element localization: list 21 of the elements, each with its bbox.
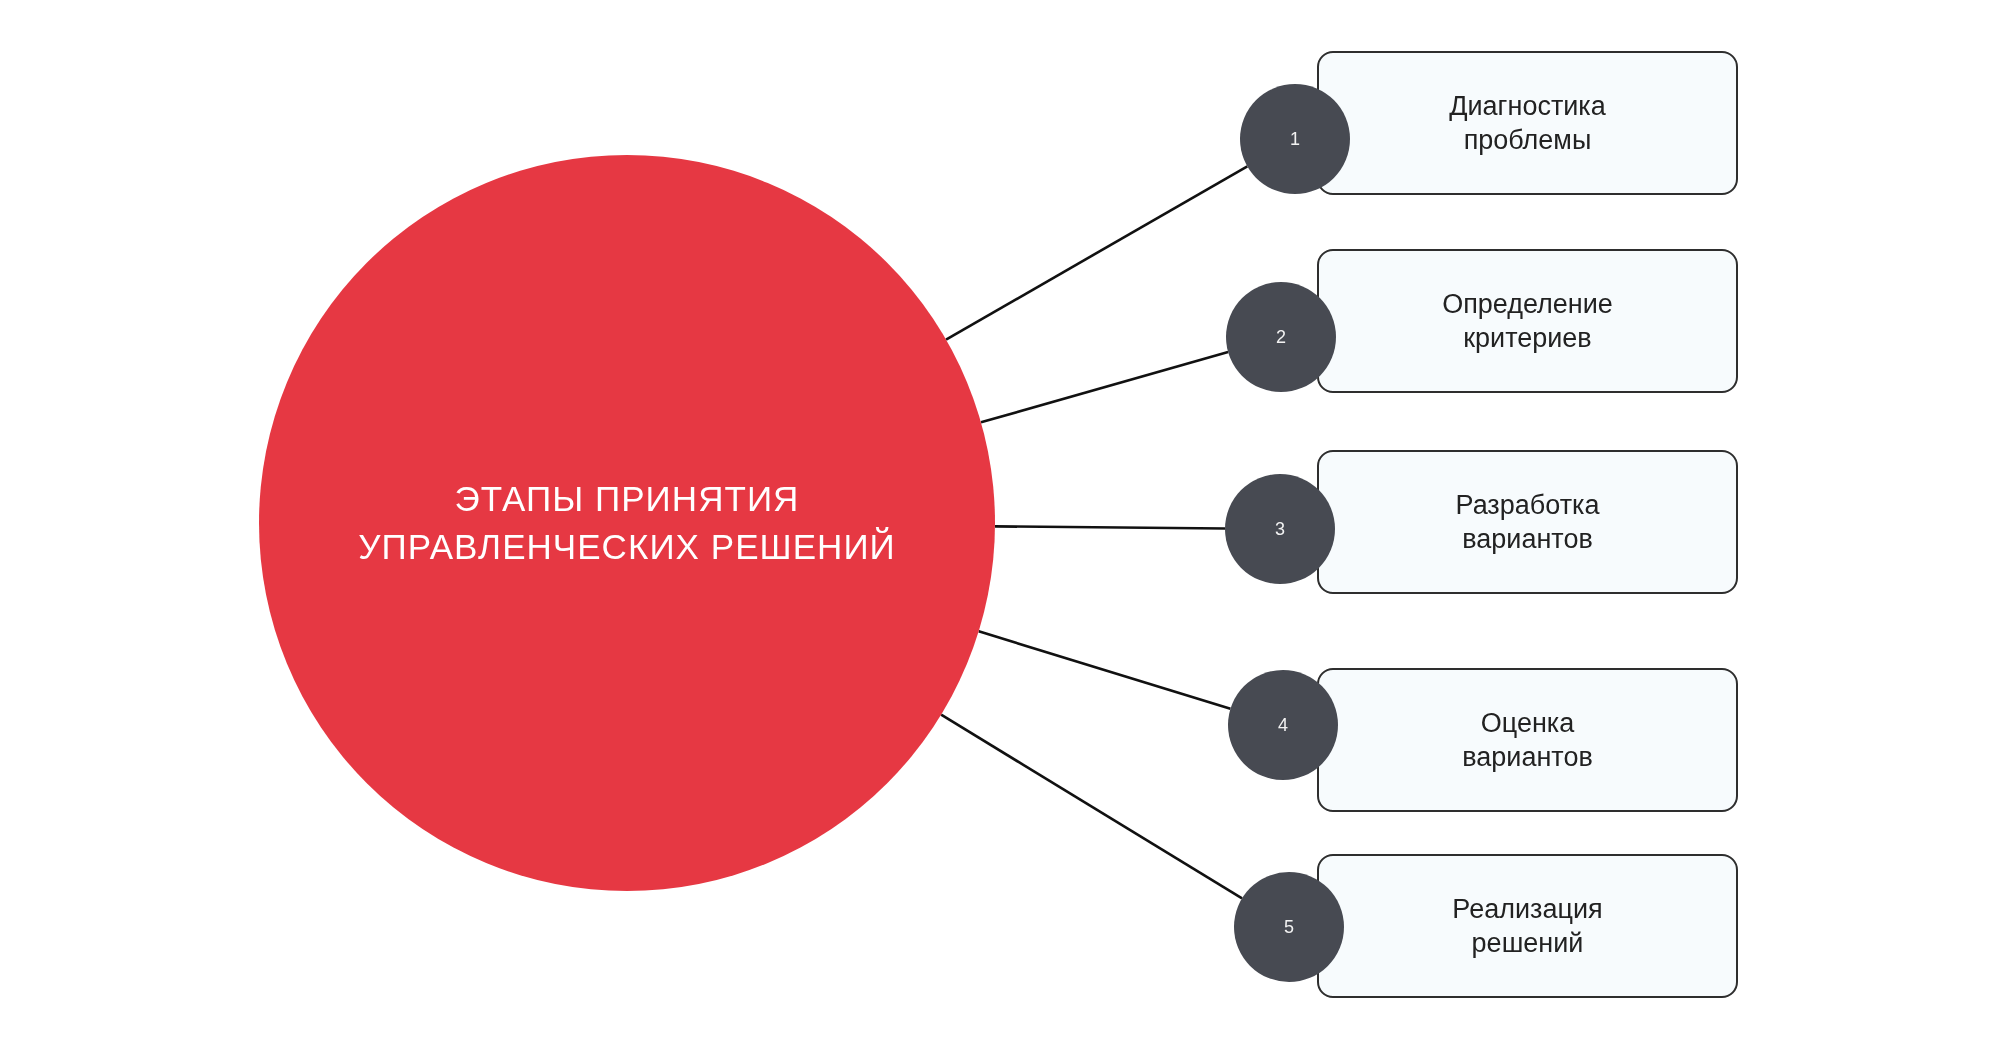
stage-label: Оценка вариантов bbox=[1461, 707, 1594, 774]
stage-label: Реализация решений bbox=[1451, 893, 1604, 960]
connector-line bbox=[978, 630, 1231, 711]
step-number: 1 bbox=[1290, 128, 1300, 150]
step-number: 3 bbox=[1275, 518, 1285, 540]
stage-label: Определение критериев bbox=[1441, 288, 1614, 355]
step-number: 2 bbox=[1276, 326, 1286, 348]
stage-box bbox=[1317, 854, 1738, 998]
connector-line bbox=[980, 350, 1229, 424]
connector-line bbox=[994, 525, 1225, 530]
step-number: 5 bbox=[1284, 916, 1294, 938]
stage-box bbox=[1317, 668, 1738, 812]
stage-label: Разработка вариантов bbox=[1454, 489, 1601, 556]
step-number: 4 bbox=[1278, 714, 1288, 736]
stage-box bbox=[1317, 249, 1738, 393]
connector-line bbox=[945, 165, 1248, 341]
stage-box bbox=[1317, 450, 1738, 594]
connector-line bbox=[940, 713, 1243, 900]
topic-title: ЭТАПЫ ПРИНЯТИЯ УПРАВЛЕНЧЕСКИХ РЕШЕНИЙ bbox=[357, 478, 897, 568]
stage-box bbox=[1317, 51, 1738, 195]
stage-label: Диагностика проблемы bbox=[1448, 90, 1607, 157]
